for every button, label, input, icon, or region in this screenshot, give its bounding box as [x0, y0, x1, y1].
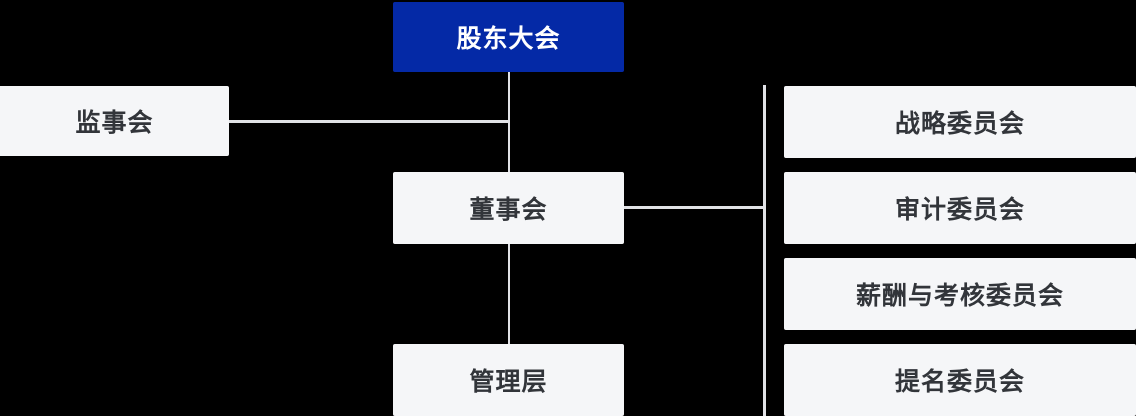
org-node-audit-committee: 审计委员会 [784, 172, 1136, 244]
org-node-nomination-committee: 提名委员会 [784, 344, 1136, 416]
org-node-strategy-committee: 战略委员会 [784, 86, 1136, 158]
org-node-label: 监事会 [75, 109, 154, 137]
org-node-label: 战略委员会 [894, 110, 1025, 138]
org-node-label: 提名委员会 [894, 368, 1025, 396]
org-node-label: 管理层 [469, 368, 548, 396]
org-node-management: 管理层 [393, 344, 624, 416]
connector-board-committees [624, 206, 766, 209]
connector-supervisors-trunk [229, 120, 510, 123]
connector-board-management [507, 244, 510, 344]
connector-committees-spine [763, 85, 766, 416]
org-node-board-of-directors: 董事会 [393, 172, 624, 244]
org-node-supervisory-board: 监事会 [0, 86, 229, 156]
org-node-label: 股东大会 [456, 25, 561, 53]
org-node-remuneration-committee: 薪酬与考核委员会 [784, 258, 1136, 330]
org-node-label: 审计委员会 [894, 196, 1025, 224]
org-node-label: 薪酬与考核委员会 [855, 282, 1064, 310]
org-node-shareholders-meeting: 股东大会 [393, 2, 624, 72]
org-node-label: 董事会 [469, 196, 548, 224]
